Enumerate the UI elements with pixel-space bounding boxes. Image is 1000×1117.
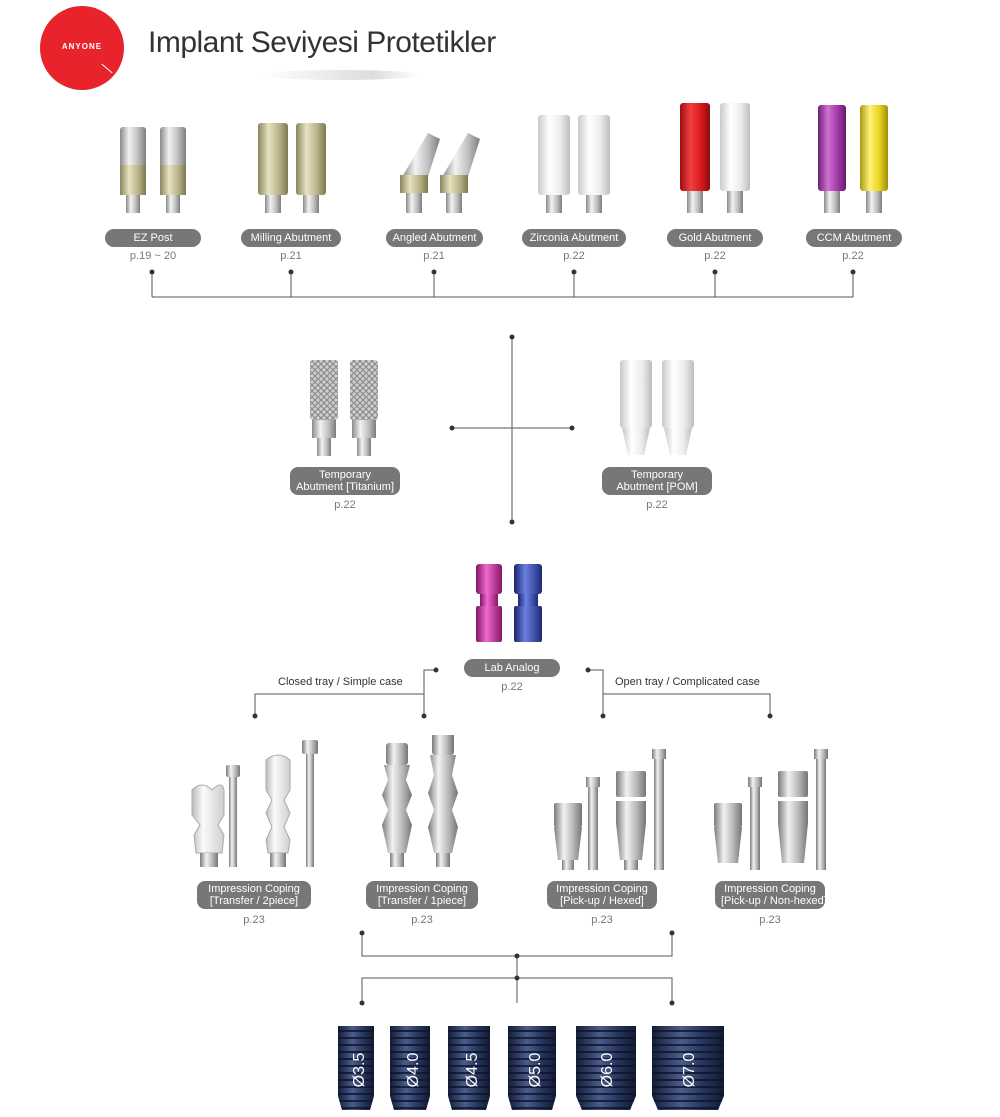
implant-label-5: Ø7.0 xyxy=(681,1053,698,1088)
angled-abutment-page: p.21 xyxy=(423,250,445,262)
coping-pickup-hexed-page: p.23 xyxy=(591,914,613,926)
implant-7-0: Ø7.0 xyxy=(652,1026,724,1110)
coping-transfer-2piece-label: Impression Coping [Transfer / 2piece] xyxy=(197,881,311,909)
page-title: Implant Seviyesi Protetikler xyxy=(148,26,496,59)
lab-analog-label: Lab Analog xyxy=(464,659,560,677)
coping-pickup-hexed-label-line2: [Pick-up / Hexed] xyxy=(560,895,644,907)
temporary-pom-label-line1: Temporary xyxy=(631,469,683,481)
temporary-pom-image xyxy=(620,360,694,455)
implant-row: Ø3.5 Ø4.0 Ø4.5 Ø5.0 Ø6.0 Ø7.0 xyxy=(338,1026,724,1110)
temporary-pom-page: p.22 xyxy=(646,499,668,511)
temporary-pom-label: Temporary Abutment [POM] xyxy=(602,467,712,495)
abutment-images xyxy=(120,103,888,213)
impression-coping-images xyxy=(191,735,828,870)
logo-text: ANYONE xyxy=(61,42,103,51)
coping-transfer-1piece-label-line1: Impression Coping xyxy=(376,883,468,895)
coping-pickup-nonhexed-page: p.23 xyxy=(759,914,781,926)
coping-transfer-2piece-label-line1: Impression Coping xyxy=(208,883,300,895)
coping-transfer-1piece-page: p.23 xyxy=(411,914,433,926)
implant-label-2: Ø4.5 xyxy=(464,1053,481,1088)
gold-abutment-page: p.22 xyxy=(704,250,726,262)
coping-transfer-1piece-label-line2: [Transfer / 1piece] xyxy=(377,895,467,907)
coping-transfer-1piece-label: Impression Coping [Transfer / 1piece] xyxy=(366,881,478,909)
ccm-abutment-image xyxy=(818,105,888,213)
brand-logo: ANYONE xyxy=(40,6,124,90)
implant-label-0: Ø3.5 xyxy=(351,1053,368,1088)
temporary-titanium-label: Temporary Abutment [Titanium] xyxy=(290,467,400,495)
ez-post-page: p.19 ~ 20 xyxy=(129,250,177,262)
title-underline xyxy=(260,70,420,80)
coping-pickup-nonhexed-label: Impression Coping [Pick-up / Non-hexed] xyxy=(715,881,827,909)
ccm-abutment-page: p.22 xyxy=(842,250,864,262)
milling-abutment-label: Milling Abutment xyxy=(241,229,341,247)
coping-transfer-1piece-image xyxy=(382,735,458,867)
zirconia-abutment-label: Zirconia Abutment xyxy=(522,229,626,247)
temporary-titanium-image xyxy=(310,360,378,456)
coping-pickup-hexed-label-line1: Impression Coping xyxy=(556,883,648,895)
temporary-titanium-page: p.22 xyxy=(334,499,356,511)
gold-abutment-image xyxy=(680,103,750,213)
temporary-titanium-label-line1: Temporary xyxy=(319,469,371,481)
implant-label-1: Ø4.0 xyxy=(405,1053,422,1088)
implant-5-0: Ø5.0 xyxy=(508,1026,556,1110)
coping-pickup-hexed-label: Impression Coping [Pick-up / Hexed] xyxy=(547,881,657,909)
ccm-abutment-label: CCM Abutment xyxy=(806,229,902,247)
temporary-titanium-label-line2: Abutment [Titanium] xyxy=(296,481,395,493)
angled-abutment-image xyxy=(400,133,480,213)
implant-label-3: Ø5.0 xyxy=(527,1053,544,1088)
ez-post-image xyxy=(120,127,186,213)
coping-pickup-nonhexed-label-line2: [Pick-up / Non-hexed] xyxy=(721,895,827,907)
coping-pickup-nonhexed-image xyxy=(714,749,828,870)
open-tray-caption: Open tray / Complicated case xyxy=(615,676,760,688)
coping-transfer-2piece-image xyxy=(191,740,318,867)
coping-pickup-nonhexed-label-line1: Impression Coping xyxy=(724,883,816,895)
zirconia-abutment-page: p.22 xyxy=(563,250,585,262)
coping-transfer-2piece-label-line2: [Transfer / 2piece] xyxy=(209,895,299,907)
temporary-pom-label-line2: Abutment [POM] xyxy=(616,481,698,493)
gold-abutment-label: Gold Abutment xyxy=(667,229,763,247)
angled-abutment-label: Angled Abutment xyxy=(386,229,483,247)
lab-analog-image xyxy=(476,564,542,642)
lab-analog-page: p.22 xyxy=(501,681,523,693)
implant-label-4: Ø6.0 xyxy=(599,1053,616,1088)
ez-post-label: EZ Post xyxy=(105,229,201,247)
closed-tray-caption: Closed tray / Simple case xyxy=(278,676,403,688)
milling-abutment-image xyxy=(258,123,326,213)
implant-4-0: Ø4.0 xyxy=(390,1026,430,1110)
milling-abutment-page: p.21 xyxy=(280,250,302,262)
implant-6-0: Ø6.0 xyxy=(576,1026,636,1110)
coping-pickup-hexed-image xyxy=(554,749,666,870)
coping-transfer-2piece-page: p.23 xyxy=(243,914,265,926)
temporary-abutment-images xyxy=(310,360,694,456)
implant-4-5: Ø4.5 xyxy=(448,1026,490,1110)
implant-3-5: Ø3.5 xyxy=(338,1026,374,1110)
zirconia-abutment-image xyxy=(538,115,610,213)
